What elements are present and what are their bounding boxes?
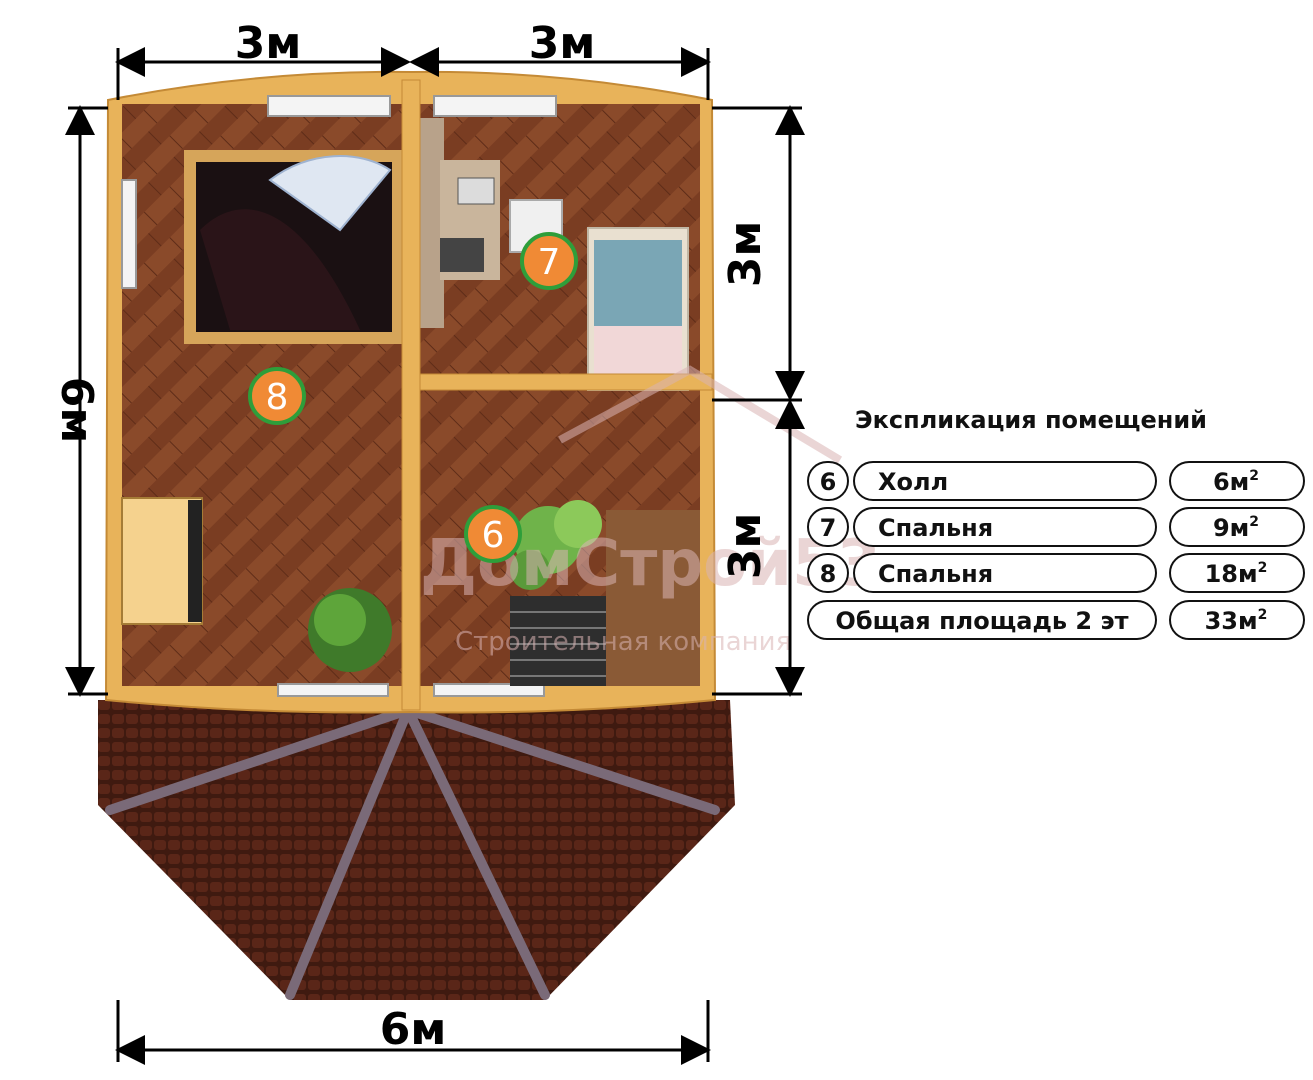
watermark-subtitle: Строительная компания [455, 627, 791, 657]
svg-text:18м2: 18м2 [1205, 560, 1268, 588]
dresser [121, 497, 203, 625]
svg-text:8: 8 [266, 377, 289, 418]
legend: Экспликация помещений 6 Холл 6м2 7 Спаль… [807, 406, 1305, 640]
legend-row: 8 Спальня 18м2 [807, 553, 1305, 593]
svg-text:6: 6 [482, 515, 505, 556]
legend-row: 7 Спальня 9м2 [807, 507, 1305, 547]
bed-small [587, 227, 689, 391]
plant-room-6 [510, 500, 602, 590]
svg-text:Общая площадь 2 эт: Общая площадь 2 эт [835, 607, 1128, 635]
room-label-8: 8 [248, 367, 306, 425]
roof [98, 700, 735, 1000]
svg-text:Спальня: Спальня [878, 514, 993, 542]
interior-walls [401, 79, 713, 711]
svg-text:8: 8 [820, 560, 837, 588]
legend-total-row: Общая площадь 2 эт 33м2 [807, 600, 1305, 640]
dim-right-bottom: 3м [720, 513, 771, 580]
svg-text:6м2: 6м2 [1213, 468, 1259, 496]
dim-right-top: 3м [720, 221, 771, 288]
svg-text:6: 6 [820, 468, 837, 496]
dim-left: 6м [51, 377, 102, 444]
svg-text:9м2: 9м2 [1213, 514, 1259, 542]
svg-text:7: 7 [820, 514, 837, 542]
svg-text:33м2: 33м2 [1205, 607, 1268, 635]
svg-text:Холл: Холл [878, 468, 948, 496]
svg-text:7: 7 [538, 242, 561, 283]
room-label-6: 6 [464, 505, 522, 563]
legend-row: 6 Холл 6м2 [807, 461, 1305, 501]
stairs [510, 510, 700, 686]
windows [121, 95, 557, 697]
plant-room-8 [308, 588, 392, 672]
desk [420, 118, 500, 328]
room-label-7: 7 [520, 232, 578, 290]
dimension-lines [65, 47, 805, 1065]
legend-title: Экспликация помещений [855, 406, 1207, 434]
dim-top-right: 3м [529, 18, 596, 69]
bed-large [184, 150, 404, 344]
svg-text:Спальня: Спальня [878, 560, 993, 588]
dim-top-left: 3м [235, 18, 302, 69]
dim-bottom: 6м [380, 1004, 447, 1055]
